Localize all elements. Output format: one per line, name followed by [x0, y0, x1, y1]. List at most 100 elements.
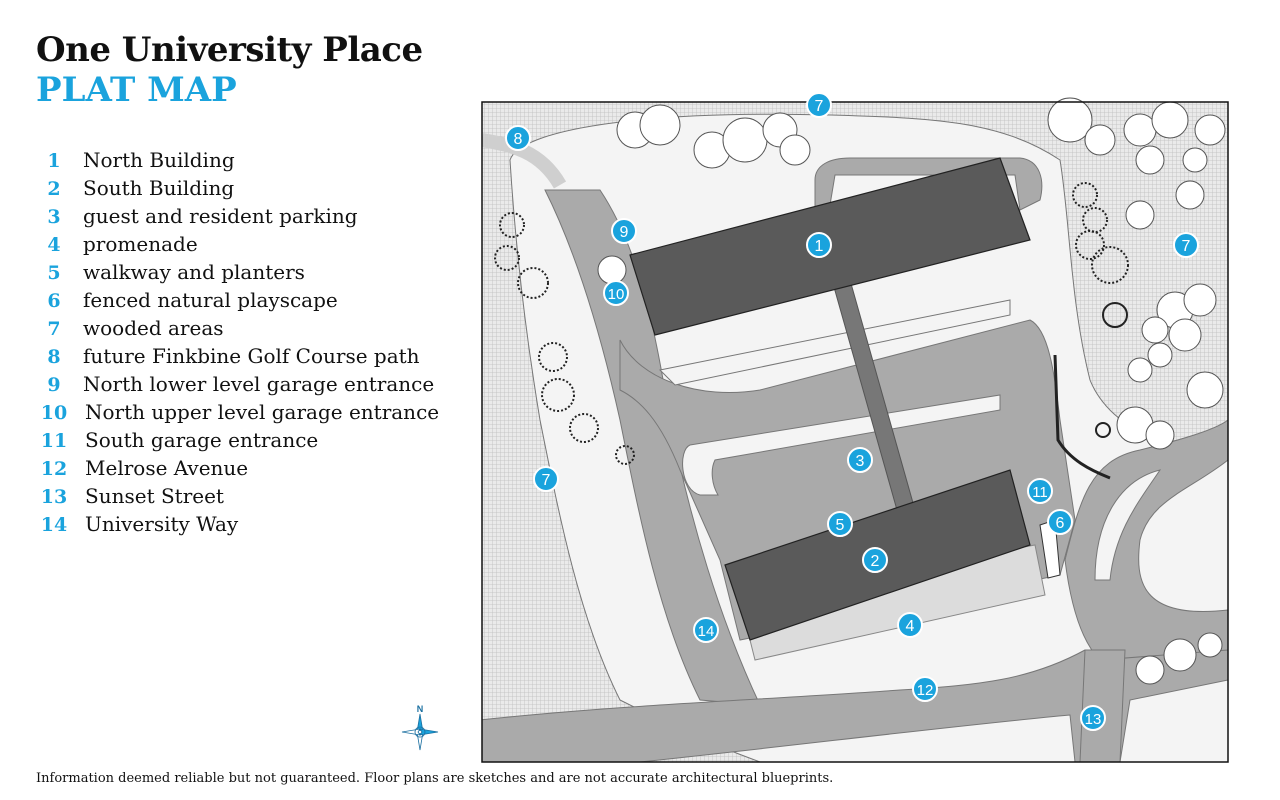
parking-island	[658, 299, 1011, 386]
marker-4[interactable]: 4	[897, 612, 923, 638]
marker-14[interactable]: 14	[693, 617, 719, 643]
legend-item: 4 promenade	[36, 230, 439, 258]
marker-number: 5	[836, 517, 845, 534]
legend-number: 5	[47, 262, 61, 284]
tree-icon	[1141, 316, 1169, 344]
tree-icon	[1102, 302, 1128, 328]
legend-number: 1	[47, 150, 61, 172]
legend-number: 11	[40, 430, 68, 452]
marker-10[interactable]: 10	[603, 280, 629, 306]
legend-number: 3	[47, 206, 61, 228]
marker-number: 2	[871, 553, 880, 570]
legend-label: South Building	[83, 176, 235, 200]
marker-circle	[533, 466, 559, 492]
marker-circle	[1080, 705, 1106, 731]
marker-13[interactable]: 13	[1080, 705, 1106, 731]
legend-number: 14	[40, 514, 68, 536]
tree-icon	[1127, 357, 1153, 383]
tree-icon	[1135, 655, 1165, 685]
legend-number: 2	[47, 178, 61, 200]
tree-icon	[1091, 246, 1129, 284]
legend-item: 5 walkway and planters	[36, 258, 439, 286]
map-frame	[481, 101, 1229, 763]
tree-icon	[1175, 180, 1205, 210]
marker-5[interactable]: 5	[827, 511, 853, 537]
marker-6[interactable]: 6	[1047, 509, 1073, 535]
sunset-street-south	[1079, 649, 1126, 762]
legend-label: wooded areas	[83, 316, 224, 340]
compass-north-label: N	[417, 704, 424, 714]
marker-12[interactable]: 12	[912, 676, 938, 702]
marker-3[interactable]: 3	[847, 447, 873, 473]
tree-icon	[1168, 318, 1202, 352]
tree-icon	[1125, 200, 1155, 230]
marker-number: 7	[542, 472, 551, 489]
tree-icon	[538, 342, 568, 372]
fence-line	[1053, 354, 1111, 480]
marker-number: 13	[1085, 711, 1102, 728]
marker-number: 9	[620, 224, 629, 241]
tree-icon	[779, 134, 811, 166]
tree-icon	[1072, 182, 1098, 208]
tree-icon	[1197, 632, 1223, 658]
legend-label: guest and resident parking	[83, 204, 358, 228]
tree-icon	[499, 212, 525, 238]
tree-icon	[1163, 638, 1197, 672]
tree-icon	[494, 245, 520, 271]
marker-circle	[505, 125, 531, 151]
trees	[494, 97, 1226, 685]
marker-number: 7	[815, 98, 824, 115]
marker-circle	[603, 280, 629, 306]
marker-7-top[interactable]: 7	[806, 92, 832, 118]
legend-item: 9 North lower level garage entrance	[36, 370, 439, 398]
legend-number: 12	[40, 458, 68, 480]
legend-number: 4	[47, 234, 61, 256]
marker-2[interactable]: 2	[862, 547, 888, 573]
legend-number: 9	[47, 374, 61, 396]
marker-7-right[interactable]: 7	[1173, 232, 1199, 258]
legend-number: 6	[47, 290, 61, 312]
legend-item: 11 South garage entrance	[36, 426, 439, 454]
marker-number: 7	[1182, 238, 1191, 255]
marker-circle	[1047, 509, 1073, 535]
tree-icon	[1123, 113, 1157, 147]
tree-icon	[517, 267, 549, 299]
legend-label: walkway and planters	[83, 260, 305, 284]
marker-circle	[827, 511, 853, 537]
disclaimer-text: Information deemed reliable but not guar…	[36, 771, 834, 786]
tree-icon	[615, 445, 635, 465]
marker-11[interactable]: 11	[1027, 478, 1053, 504]
marker-circle	[897, 612, 923, 638]
marker-9[interactable]: 9	[611, 218, 637, 244]
marker-1[interactable]: 1	[806, 232, 832, 258]
tree-icon	[1095, 422, 1111, 438]
tree-icon	[1084, 124, 1116, 156]
legend-label: future Finkbine Golf Course path	[83, 344, 420, 368]
tree-icon	[1194, 114, 1226, 146]
page-title: One University Place	[36, 30, 423, 70]
legend-label: promenade	[83, 232, 198, 256]
marker-number: 1	[815, 238, 824, 255]
marker-7-left[interactable]: 7	[533, 466, 559, 492]
tree-icon	[1075, 230, 1105, 260]
legend-label: North lower level garage entrance	[83, 372, 435, 396]
marker-number: 10	[608, 286, 625, 303]
tree-icon	[639, 104, 681, 146]
legend-item: 3 guest and resident parking	[36, 202, 439, 230]
legend-label: South garage entrance	[85, 428, 319, 452]
marker-circle	[693, 617, 719, 643]
marker-8[interactable]: 8	[505, 125, 531, 151]
marker-number: 8	[514, 131, 523, 148]
marker-circle	[1173, 232, 1199, 258]
page-subtitle: PLAT MAP	[36, 70, 237, 110]
melrose-avenue-road	[482, 639, 1228, 762]
tree-icon	[541, 378, 575, 412]
compass-rose-icon: N	[401, 704, 439, 751]
